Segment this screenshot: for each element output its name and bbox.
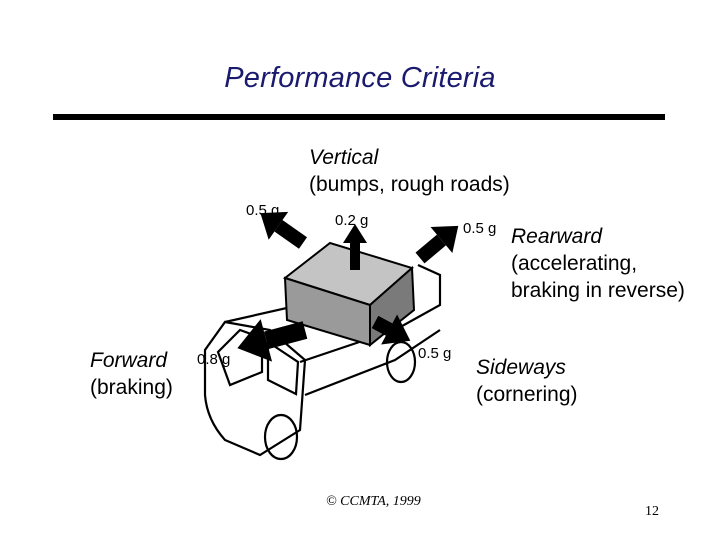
g-value-upper-left: 0.5 g <box>246 202 280 219</box>
label-rearward-name: Rearward <box>511 225 603 248</box>
label-rearward: Rearward (accelerating, braking in rever… <box>511 223 685 304</box>
vertical-arrow <box>343 224 367 270</box>
label-rearward-desc-1: (accelerating, <box>511 252 638 275</box>
label-forward: Forward (braking) <box>90 347 173 401</box>
label-sideways-desc: (cornering) <box>476 383 578 406</box>
load-box <box>282 241 416 348</box>
label-rearward-desc-2: braking in reverse) <box>511 279 685 302</box>
slide-title: Performance Criteria <box>224 62 496 94</box>
label-forward-desc: (braking) <box>90 376 173 399</box>
upper-left-arrow <box>260 211 308 249</box>
page-number: 12 <box>645 504 659 519</box>
forward-arrow <box>237 319 308 362</box>
label-vertical-name: Vertical <box>309 146 379 169</box>
g-value-sideways: 0.5 g <box>418 345 452 362</box>
label-sideways-name: Sideways <box>476 356 566 379</box>
g-value-upper-right: 0.5 g <box>463 220 497 237</box>
title-rule <box>53 114 665 120</box>
sideways-arrow <box>371 314 411 345</box>
upper-right-arrow <box>415 225 459 264</box>
label-forward-name: Forward <box>90 349 168 372</box>
g-value-forward: 0.8 g <box>197 351 231 368</box>
g-value-vertical: 0.2 g <box>335 212 369 229</box>
label-vertical: Vertical (bumps, rough roads) <box>309 144 510 198</box>
label-sideways: Sideways (cornering) <box>476 354 578 408</box>
copyright-footer: © CCMTA, 1999 <box>326 494 421 509</box>
label-vertical-desc: (bumps, rough roads) <box>309 173 510 196</box>
